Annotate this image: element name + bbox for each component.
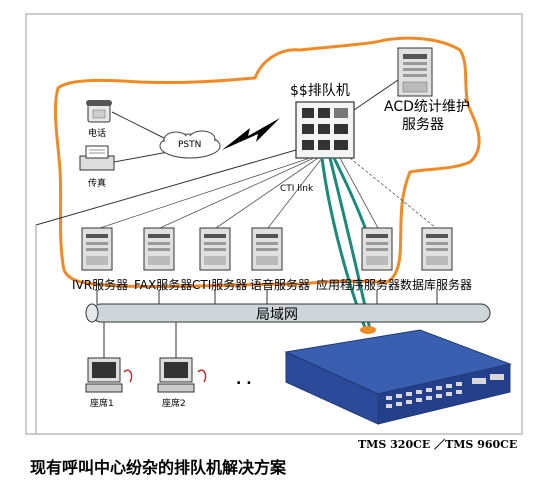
lan-bus — [85, 303, 491, 323]
cti-server-icon — [199, 227, 231, 271]
lightning-bolt-icon — [222, 118, 280, 150]
tms-device — [284, 326, 512, 425]
seat-2-computer-icon — [157, 357, 207, 393]
device-model-label: TMS 320CE ／TMS 960CE — [358, 438, 518, 451]
acd-label-line2: 服务器 — [402, 117, 444, 133]
seat-1-computer-icon — [85, 357, 133, 393]
ellipsis-label: . . — [236, 372, 252, 388]
acd-label-line1: ACD统计维护 — [384, 99, 470, 115]
diagram-frame — [25, 13, 523, 435]
fax-server-icon — [143, 227, 175, 271]
database-server-icon — [421, 227, 453, 271]
acd-server-icon — [397, 47, 433, 97]
pstn-cloud — [159, 130, 221, 159]
switch-to-acd-line — [353, 79, 399, 111]
server-lan-drops — [96, 290, 438, 304]
phone-icon — [86, 100, 112, 123]
ivr-server-label: IVR服务器 — [72, 278, 129, 292]
phone-label: 电话 — [88, 129, 107, 139]
fax-label: 传真 — [88, 179, 107, 189]
lan-label: 局域网 — [256, 307, 298, 323]
seat-1-label: 座席1 — [90, 399, 114, 409]
fax-server-label: FAX服务器 — [134, 278, 193, 292]
cti-server-label: CTI服务器 — [192, 278, 248, 292]
queue-machine-switch — [295, 101, 355, 159]
pstn-label: PSTN — [178, 140, 202, 150]
cti-link-label: CTI link — [280, 184, 314, 194]
database-server-label: 数据库服务器 — [400, 278, 473, 292]
phone-to-pstn-line — [111, 111, 169, 141]
seat-2-label: 座席2 — [162, 399, 186, 409]
queue-machine-label: $$排队机 — [290, 83, 350, 99]
voice-server-label: 语音服务器 — [250, 278, 311, 292]
orange-highlight-outline — [53, 36, 481, 289]
fax-icon — [79, 145, 115, 171]
switch-to-left-line — [35, 149, 297, 226]
server-row — [81, 227, 453, 271]
diagram-caption: 现有呼叫中心纷杂的排队机解决方案 — [30, 458, 287, 477]
application-server-label: 应用程序服务器 — [316, 278, 401, 292]
switch-server-links — [99, 157, 437, 229]
voice-server-icon — [251, 227, 283, 271]
fax-to-pstn-line — [113, 151, 169, 163]
ivr-server-icon — [81, 227, 113, 271]
application-server-icon — [361, 227, 393, 271]
